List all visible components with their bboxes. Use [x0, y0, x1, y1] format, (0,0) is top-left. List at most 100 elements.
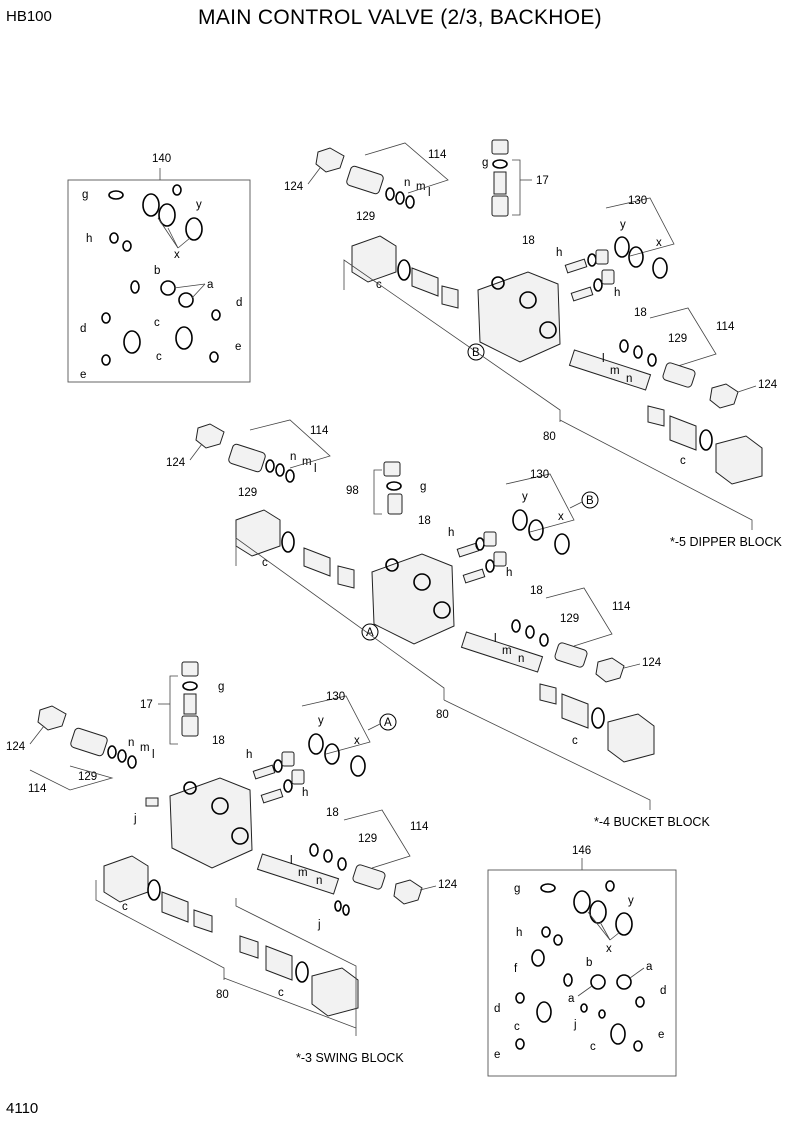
- dipper-x-label: x: [656, 237, 662, 249]
- bucket-m-label: m: [302, 456, 312, 468]
- kit146-d-label-right: d: [660, 985, 666, 997]
- swing-124-label-left: 124: [6, 741, 26, 753]
- dipper-cap-top: [315, 147, 345, 173]
- dipper-m-label: m: [416, 181, 426, 193]
- swing-18-label-bottom: 18: [326, 807, 339, 819]
- bucket-cover-left: [235, 509, 281, 557]
- swing-n-label-right: n: [316, 875, 322, 887]
- seal-kit-146-ref: 146: [572, 845, 591, 857]
- dipper-n-label: n: [404, 177, 410, 189]
- kit140-d-label-left: d: [80, 323, 86, 335]
- swing-114-label-right: 114: [410, 821, 429, 833]
- dipper-130-label: 130: [628, 195, 647, 207]
- swing-114-label-left: 114: [28, 783, 47, 795]
- bucket-n-label-right: n: [518, 653, 524, 665]
- swing-129-label-right: 129: [358, 833, 377, 845]
- bucket-n-label: n: [290, 451, 296, 463]
- bucket-x-label: x: [558, 511, 564, 523]
- dipper-18-label-top: 18: [522, 235, 535, 247]
- bucket-c-label-right: c: [572, 735, 578, 747]
- swing-l-label: l: [152, 749, 155, 761]
- bucket-114-label-right: 114: [612, 601, 631, 613]
- bucket-18-label-top: 18: [418, 515, 431, 527]
- bucket-124-label-left: 124: [166, 457, 186, 469]
- seal-kit-140: 140 g y x h b a d d c c e e: [67, 153, 251, 383]
- bucket-h-label-top: h: [448, 527, 454, 539]
- swing-valve-body: [169, 777, 253, 869]
- bucket-y-label: y: [522, 491, 528, 503]
- kit146-g-label: g: [514, 883, 520, 895]
- kit146-f-label: f: [514, 963, 518, 975]
- bucket-c-label-left: c: [262, 557, 268, 569]
- kit146-d-label-left: d: [494, 1003, 500, 1015]
- swing-c-label-right: c: [278, 987, 284, 999]
- dipper-129-label-top: 129: [356, 211, 375, 223]
- swing-cover-right: [311, 967, 359, 1017]
- bucket-cap-left: [195, 423, 225, 449]
- bucket-B-marker: B: [586, 495, 594, 507]
- swing-124-label-right: 124: [438, 879, 458, 891]
- kit140-e-label-right: e: [235, 341, 241, 353]
- bucket-80-label: 80: [436, 709, 449, 721]
- bucket-124-label-right: 124: [642, 657, 662, 669]
- swing-18-label-top: 18: [212, 735, 225, 747]
- page-number: 4110: [6, 1100, 39, 1117]
- bucket-114-label-left: 114: [310, 425, 329, 437]
- bucket-h-label-bottom: h: [506, 567, 512, 579]
- swing-17-label: 17: [140, 699, 153, 711]
- dipper-c-label-right: c: [680, 455, 686, 467]
- seal-kit-146: 146 g y x h f b a a d d c j c e: [487, 845, 677, 1077]
- kit146-j-label: j: [573, 1019, 577, 1031]
- kit140-a-label: a: [207, 279, 214, 291]
- kit146-h-label: h: [516, 927, 522, 939]
- bucket-l-label-right: l: [494, 633, 497, 645]
- bucket-m-label-right: m: [502, 645, 512, 657]
- dipper-m-label-right: m: [610, 365, 620, 377]
- bucket-l-label: l: [314, 463, 317, 475]
- bucket-18-label-bottom: 18: [530, 585, 543, 597]
- dipper-18-label-bottom: 18: [634, 307, 647, 319]
- swing-80-label: 80: [216, 989, 229, 1001]
- bucket-cap-right: [595, 657, 625, 683]
- kit146-c-label-upper: c: [514, 1021, 520, 1033]
- swing-block-assembly: 124 n m l 129 114 g 17 j 18 h: [6, 661, 458, 1065]
- kit146-b-label: b: [586, 957, 592, 969]
- dipper-n-label-right: n: [626, 373, 632, 385]
- swing-m-label: m: [140, 742, 150, 754]
- dipper-80-label: 80: [543, 431, 556, 443]
- kit146-c-label-lower: c: [590, 1041, 596, 1053]
- swing-block-caption: *-3 SWING BLOCK: [296, 1051, 404, 1065]
- kit146-y-label: y: [628, 895, 634, 907]
- dipper-124-label-right: 124: [758, 379, 778, 391]
- swing-A-marker: A: [384, 717, 392, 729]
- seal-kit-140-frame: [67, 179, 251, 383]
- dipper-y-label: y: [620, 219, 626, 231]
- swing-130-label: 130: [326, 691, 345, 703]
- kit140-y-label: y: [196, 199, 202, 211]
- dipper-129-label-right: 129: [668, 333, 687, 345]
- swing-y-label: y: [318, 715, 324, 727]
- swing-cap-left: [37, 705, 67, 731]
- bucket-block-assembly: 124 n m l 129 114 g 98 A c 18 h: [166, 419, 710, 829]
- kit140-x-label: x: [174, 249, 180, 261]
- swing-g-label: g: [218, 681, 224, 693]
- kit140-g-label: g: [82, 189, 88, 201]
- bucket-129-label-right: 129: [560, 613, 579, 625]
- kit146-a-label-left: a: [568, 993, 575, 1005]
- kit140-c-label-lower: c: [156, 351, 162, 363]
- dipper-cover-left: [351, 235, 397, 283]
- dipper-114-label-right: 114: [716, 321, 735, 333]
- dipper-c-label-left: c: [376, 279, 382, 291]
- kit140-e-label-left: e: [80, 369, 86, 381]
- kit146-a-label-right: a: [646, 961, 653, 973]
- dipper-l-label: l: [428, 187, 431, 199]
- kit140-d-label-right: d: [236, 297, 242, 309]
- swing-c-label-left: c: [122, 901, 128, 913]
- kit140-h-label: h: [86, 233, 92, 245]
- dipper-114-label-top: 114: [428, 149, 447, 161]
- bucket-valve-body: [371, 553, 455, 645]
- swing-cover-left: [103, 855, 149, 903]
- model-code: HB100: [6, 8, 52, 25]
- kit140-g-ring: [108, 190, 124, 200]
